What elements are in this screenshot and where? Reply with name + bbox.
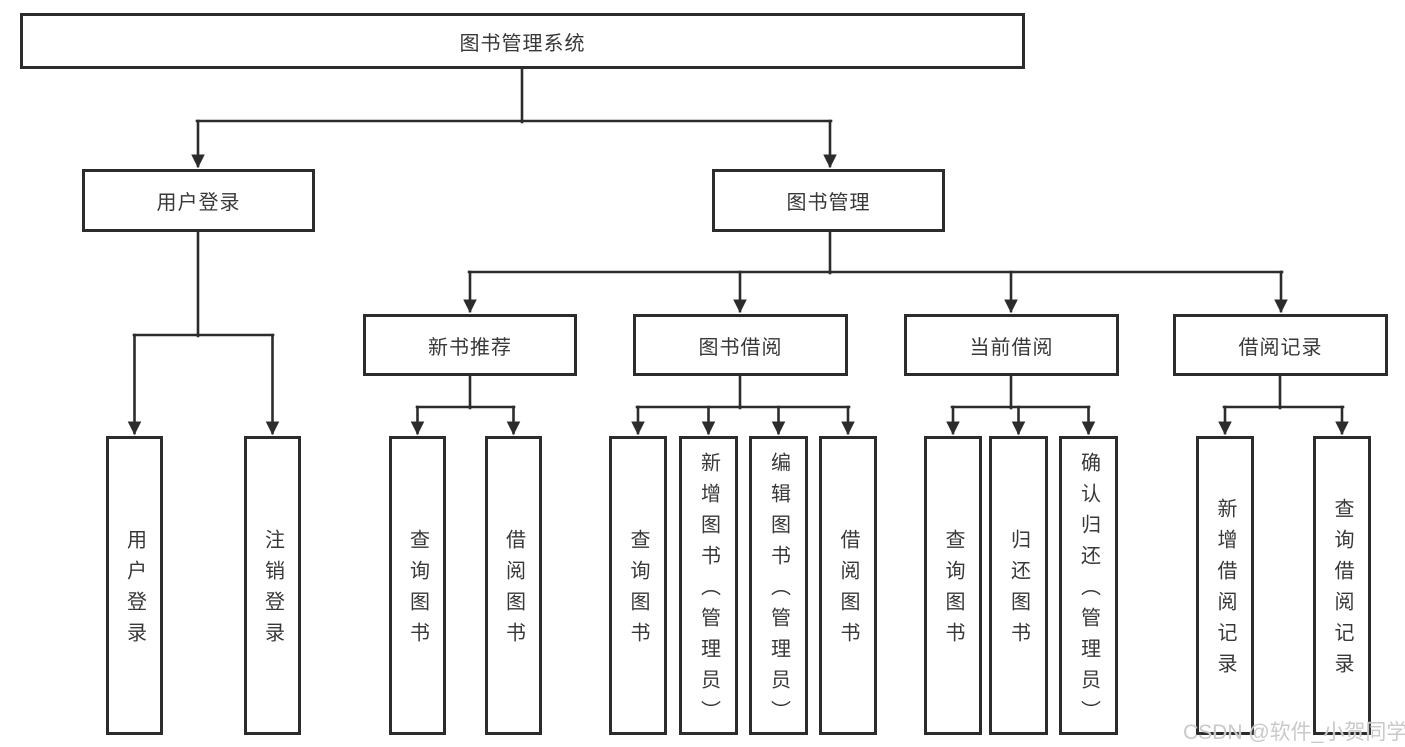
node-label: 新书推荐: [428, 336, 512, 359]
node-label: 用户登录: [123, 529, 146, 653]
node-label: 图书借阅: [698, 336, 783, 359]
node-current-borrowing: 当前借阅: [904, 314, 1119, 376]
leaf-borrow-books-recommend: 借阅图书: [485, 436, 542, 735]
node-label: 当前借阅: [969, 336, 1054, 359]
leaf-confirm-return-admin: 确认归还（管理员）: [1059, 436, 1118, 735]
node-label: 借阅图书: [837, 529, 859, 653]
node-book-borrowing: 图书借阅: [633, 314, 848, 376]
node-user-login-module: 用户登录: [82, 169, 315, 232]
node-label: 确认归还（管理员）: [1077, 451, 1100, 731]
node-label: 借阅记录: [1238, 336, 1323, 359]
leaf-logout: 注销登录: [244, 436, 301, 735]
leaf-edit-books-admin: 编辑图书（管理员）: [749, 436, 808, 735]
node-label: 归还图书: [1007, 529, 1030, 653]
node-label: 编辑图书（管理员）: [767, 451, 790, 731]
leaf-query-borrow-record: 查询借阅记录: [1313, 436, 1371, 735]
node-label: 查询图书: [406, 529, 429, 653]
node-label: 借阅图书: [502, 529, 525, 653]
node-label: 新增借阅记录: [1214, 498, 1236, 684]
csdn-watermark: CSDN @软件_小贺同学: [1183, 721, 1405, 744]
node-label: 用户登录: [156, 192, 241, 214]
leaf-return-books: 归还图书: [989, 436, 1048, 735]
leaf-query-books-recommend: 查询图书: [389, 436, 446, 735]
node-new-book-recommend: 新书推荐: [363, 314, 577, 376]
node-label: 查询借阅记录: [1331, 498, 1353, 684]
leaf-query-books-current: 查询图书: [924, 436, 982, 735]
node-label: 图书管理系统: [459, 32, 586, 55]
leaf-add-books-admin: 新增图书（管理员）: [679, 436, 738, 735]
node-borrowing-records: 借阅记录: [1173, 314, 1388, 376]
node-label: 新增图书（管理员）: [697, 451, 720, 731]
node-book-management-module: 图书管理: [712, 169, 945, 232]
node-label: 注销登录: [261, 529, 284, 653]
node-label: 图书管理: [786, 192, 871, 214]
node-label: 查询图书: [627, 529, 649, 653]
leaf-add-borrow-record: 新增借阅记录: [1196, 436, 1254, 735]
leaf-user-login: 用户登录: [106, 436, 163, 735]
leaf-borrow-books-borrowing: 借阅图书: [819, 436, 877, 735]
node-label: 查询图书: [942, 529, 964, 653]
leaf-query-books-borrowing: 查询图书: [609, 436, 667, 735]
node-system-root: 图书管理系统: [20, 13, 1025, 69]
